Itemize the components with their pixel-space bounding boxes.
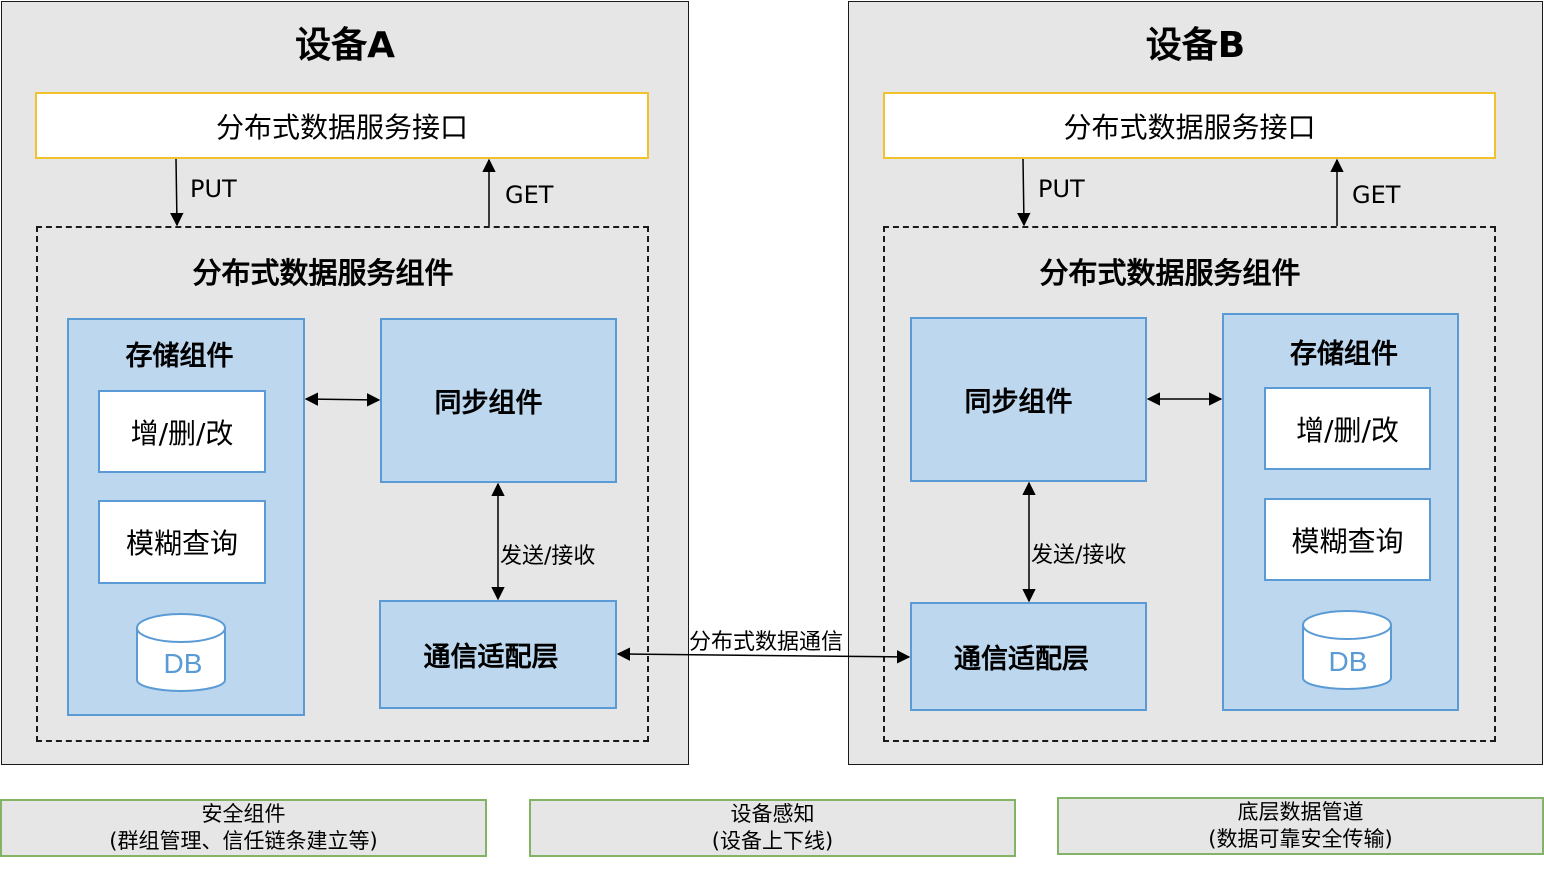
device-a-interface: 分布式数据服务接口 bbox=[35, 92, 649, 159]
device-a-storage-title: 存储组件 bbox=[125, 340, 234, 372]
device-b-db-label: DB bbox=[1329, 646, 1368, 677]
device-a-db-icon: DB bbox=[136, 613, 226, 692]
device-awareness-title: 设备感知 bbox=[730, 802, 815, 826]
device-b-put-arrow bbox=[1017, 158, 1031, 227]
device-b-get-label: GET bbox=[1352, 181, 1401, 209]
device-b-comm-layer: 通信适配层 bbox=[910, 602, 1147, 711]
device-awareness-bar: 设备感知 (设备上下线) bbox=[529, 799, 1016, 857]
device-b-send-receive-label: 发送/接收 bbox=[1031, 543, 1127, 568]
device-a-db-label: DB bbox=[164, 648, 203, 679]
security-component-title: 安全组件 bbox=[201, 802, 286, 826]
device-a-get-label: GET bbox=[505, 181, 554, 209]
device-b-crud-box: 增/删/改 bbox=[1264, 387, 1431, 470]
device-b-fuzzy-query-box: 模糊查询 bbox=[1264, 498, 1431, 581]
device-b-db-icon: DB bbox=[1302, 610, 1392, 690]
device-awareness-desc: (设备上下线) bbox=[711, 829, 834, 853]
device-b-component-frame bbox=[883, 226, 1496, 742]
device-a-component-title: 分布式数据服务组件 bbox=[192, 256, 454, 290]
device-a-put-arrow bbox=[170, 158, 184, 227]
security-component-bar: 安全组件 (群组管理、信任链条建立等) bbox=[0, 799, 487, 857]
device-a-comm-layer: 通信适配层 bbox=[379, 600, 617, 709]
data-pipeline-desc: (数据可靠安全传输) bbox=[1208, 827, 1393, 851]
device-b-sync-component: 同步组件 bbox=[910, 317, 1147, 482]
device-b-interface: 分布式数据服务接口 bbox=[883, 92, 1496, 159]
data-pipeline-bar: 底层数据管道 (数据可靠安全传输) bbox=[1057, 797, 1544, 855]
device-a-fuzzy-query-box: 模糊查询 bbox=[98, 500, 266, 584]
device-a-storage-sync-arrow bbox=[304, 392, 381, 407]
device-a-crud-box: 增/删/改 bbox=[98, 390, 266, 473]
device-b-component-title: 分布式数据服务组件 bbox=[1039, 256, 1301, 290]
cross-device-comm-arrow bbox=[616, 647, 911, 664]
device-b-title: 设备B bbox=[1145, 25, 1246, 66]
device-a-send-receive-label: 发送/接收 bbox=[500, 544, 596, 569]
device-b-storage-title: 存储组件 bbox=[1290, 338, 1398, 370]
device-a-sync-component: 同步组件 bbox=[380, 318, 617, 483]
security-component-desc: (群组管理、信任链条建立等) bbox=[109, 829, 378, 853]
device-b-put-label: PUT bbox=[1038, 175, 1085, 203]
device-a-put-label: PUT bbox=[190, 175, 237, 203]
device-a-title: 设备A bbox=[295, 25, 395, 66]
device-a-component-frame bbox=[36, 226, 649, 742]
data-pipeline-title: 底层数据管道 bbox=[1237, 800, 1364, 824]
